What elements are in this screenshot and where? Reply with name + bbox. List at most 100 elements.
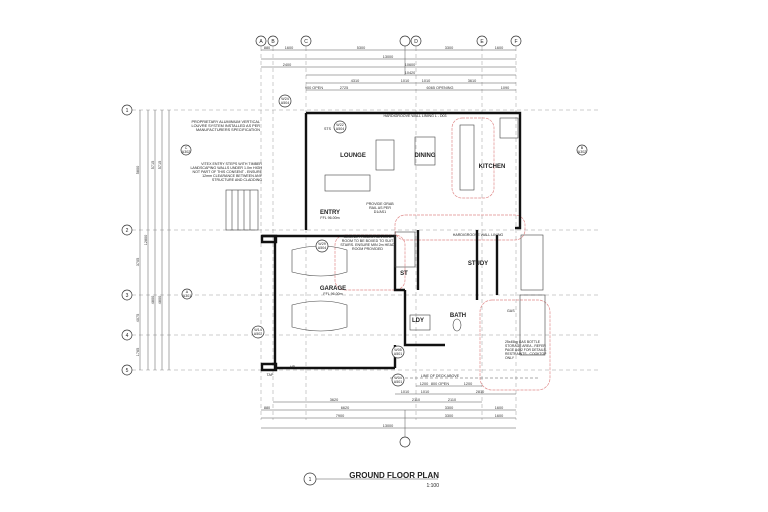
entry-steps: [225, 189, 259, 231]
car-icon: [291, 245, 348, 277]
room-st: ST: [400, 271, 408, 277]
note-steps: VITEX ENTRY STEPS WITH TIMBER LANDSCAPIN…: [190, 162, 262, 182]
room-garage: GARAGE: [320, 286, 346, 292]
label-top-dimensions-row1-4: 1600: [495, 46, 503, 50]
label-bottom-dimensions-row5-1: 3300: [445, 414, 453, 418]
note-gas: 25x45kg GAS BOTTLE STORAGE AREA - REFER …: [505, 340, 547, 360]
label-markers-w04-0: W04: [394, 376, 401, 380]
grid-row-bubbles: 1 2 3 4 5: [121, 104, 133, 376]
label-top-dimensions-row3-0: 2400: [283, 63, 291, 67]
label-bottom-dimensions-row4-0: 880: [264, 406, 270, 410]
note-deck: LINE OF DECK ABOVE: [421, 374, 460, 378]
annotations: PROPRIETARY ALUMINIUM VERTICAL LOUVRE SY…: [190, 114, 547, 378]
label-bottom-dimensions-row2-1: 1010: [421, 390, 429, 394]
room-study: STUDY: [468, 261, 488, 267]
label-bottom-dimensions-row1-0: 1200: [420, 382, 428, 386]
grid-col-b: B: [271, 39, 275, 45]
label-top-dimensions-overall: 13000: [383, 55, 394, 59]
label-left-dimensions-2: 3705: [136, 258, 140, 266]
note-tap: TAP: [267, 373, 274, 377]
grid-column-bubbles: A B C D E F: [255, 35, 522, 47]
bottom-dimensions: 1200 800 OPEN 1200 1010 1010 2810 3620 2…: [261, 382, 516, 429]
toilet-icon: [452, 318, 462, 332]
label-left-dimensions-6: 4800: [151, 296, 155, 304]
top-dimensions: 880 1600 5300 3300 1600 13000 2400 10600…: [261, 46, 516, 91]
label-markers-w22-1: A504: [336, 127, 344, 131]
left-dimensions: 5800 12800 3705 5715 5715 1765 4800 4800…: [136, 110, 170, 370]
note-louvre: PROPRIETARY ALUMINIUM VERTICAL LOUVRE SY…: [191, 120, 260, 132]
kitchen-island-icon: [459, 124, 475, 191]
label-top-dimensions-row5-2: 1010: [422, 79, 430, 83]
drawing-number: 1: [309, 477, 312, 483]
grid-lines: [132, 40, 600, 420]
label-markers-section-c-0: C: [185, 146, 188, 150]
label-top-dimensions-row4: 10420: [405, 71, 416, 75]
label-bottom-dimensions-row3-2: 2110: [448, 398, 456, 402]
drawing-name: GROUND FLOOR PLAN: [349, 471, 439, 480]
label-markers-w14-1: A502: [254, 332, 262, 336]
label-markers-w29-0: W29: [318, 242, 325, 246]
grid-col-f: F: [514, 39, 517, 45]
label-markers-section-b-0: B: [581, 146, 584, 150]
label-markers-w05-1: A501: [394, 352, 402, 356]
room-entry: ENTRY: [320, 210, 340, 216]
label-markers-sts: STS: [324, 127, 332, 131]
grid-col-e: E: [480, 39, 484, 45]
stairs: [394, 231, 416, 268]
label-markers-section-a-1: A301: [183, 294, 191, 298]
grid-row-1: 1: [126, 108, 129, 114]
label-markers-w24-0: W24: [281, 97, 288, 101]
label-bottom-dimensions-row2-2: 2810: [476, 390, 484, 394]
label-bottom-dimensions-row2-0: 1010: [401, 390, 409, 394]
grid-row-4: 4: [126, 333, 129, 339]
label-markers-section-a-0: A: [186, 290, 189, 294]
label-markers-section-b-1: A302: [578, 150, 586, 154]
label-top-dimensions-row3-1: 10600: [405, 63, 416, 67]
label-left-dimensions-4: 5715: [158, 161, 162, 169]
label-markers-w05-0: W05: [394, 348, 401, 352]
label-bottom-dimensions-row3-1: 2110: [412, 398, 420, 402]
grid-row-2: 2: [126, 228, 129, 234]
grid-col-a: A: [259, 39, 263, 45]
dining-table-icon: [414, 136, 436, 166]
label-left-dimensions-3: 5715: [151, 161, 155, 169]
label-left-dimensions-8: 4075: [136, 314, 140, 322]
label-top-dimensions-row6-1: 2725: [340, 86, 348, 90]
drawing-scale: 1:100: [426, 483, 439, 489]
label-rooms-garage-ffl: FFL 96.00m: [323, 292, 342, 296]
deck-stairs: [520, 234, 544, 291]
fixtures: [225, 117, 546, 379]
label-rooms-entry-ffl: FFL 96.00m: [320, 216, 339, 220]
label-left-dimensions-1: 12800: [144, 235, 148, 246]
label-markers-w04-1: A501: [394, 380, 402, 384]
label-top-dimensions-row1-0: 880: [264, 46, 270, 50]
grid-row-5: 5: [126, 368, 129, 374]
label-bottom-dimensions-row5-2: 1600: [495, 414, 503, 418]
sofa-icon: [375, 139, 395, 171]
note-grab-rail: PROVIDE GRAB RAIL AS PER D1/AS1: [366, 202, 394, 214]
label-markers-section-c-1: A302: [182, 150, 190, 154]
room-labels: LOUNGE DINING KITCHEN ENTRY FFL 96.00m G…: [320, 153, 506, 324]
label-left-dimensions-0: 5800: [136, 166, 140, 174]
room-lounge: LOUNGE: [340, 153, 366, 159]
label-top-dimensions-row5-3: 3610: [468, 79, 476, 83]
label-top-dimensions-row5-0: 4310: [351, 79, 359, 83]
label-left-dimensions-7: 4800: [158, 296, 162, 304]
grid-row-3: 3: [126, 293, 129, 299]
label-bottom-dimensions-overall: 13000: [383, 424, 394, 428]
label-markers-w22-0: W22: [336, 123, 343, 127]
label-bottom-dimensions-row1-2: 1200: [464, 382, 472, 386]
room-ldy: LDY: [412, 318, 424, 324]
drawing-title: 1 GROUND FLOOR PLAN 1:100: [303, 471, 439, 489]
note-hb: HB: [290, 365, 296, 369]
label-top-dimensions-row6-2: 6065 OPENING: [426, 86, 453, 90]
label-bottom-dimensions-row1-1: 800 OPEN: [431, 382, 449, 386]
label-top-dimensions-row1-1: 1600: [285, 46, 293, 50]
label-markers-w14-0: W14: [254, 328, 261, 332]
room-dining: DINING: [415, 153, 436, 159]
grid-col-d: D: [414, 39, 418, 45]
room-kitchen: KITCHEN: [479, 164, 506, 170]
walls: [260, 111, 522, 372]
